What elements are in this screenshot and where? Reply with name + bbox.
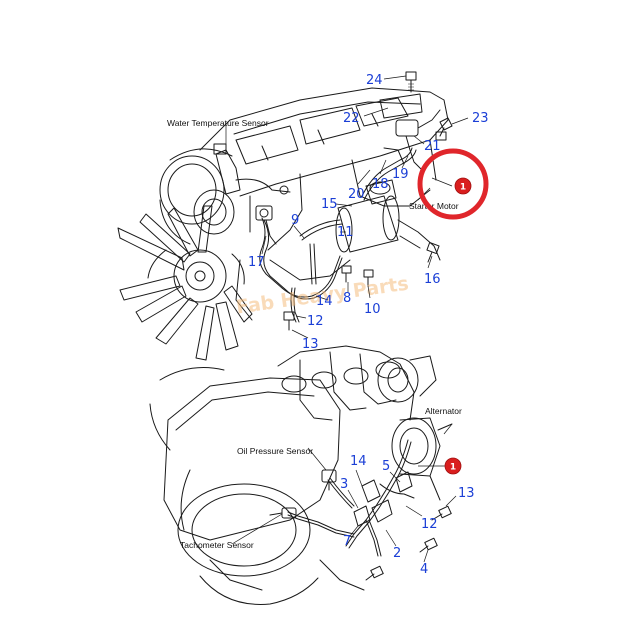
part-number-callouts: 24 22 23 21 20 18 19 15 11 9 17 16 14 8 …: [248, 73, 489, 577]
label-water-temp-sensor: Water Temperature Sensor: [167, 118, 269, 128]
upper-engine-drawing: [117, 71, 453, 361]
highlight-circle: [417, 148, 489, 220]
part-marker-upper-number: 1: [460, 183, 466, 193]
part-number-19: 19: [392, 167, 409, 182]
label-alternator: Alternator: [425, 406, 462, 416]
engine-block-lower: [163, 377, 341, 541]
bolt-23: [435, 117, 453, 141]
turbocharger: [377, 355, 437, 403]
clamp-plates: [353, 471, 413, 527]
part-number-14-lower: 14: [350, 454, 367, 469]
part-number-12-lower: 12: [421, 517, 438, 532]
bolt-16: [426, 242, 440, 263]
label-oil-pressure-sensor: Oil Pressure Sensor: [237, 446, 313, 456]
part-number-13-upper: 13: [302, 337, 319, 352]
part-number-16: 16: [424, 272, 441, 287]
part-number-11: 11: [337, 225, 354, 240]
part-marker-lower-number: 1: [450, 463, 456, 473]
water-temp-sensor: [213, 143, 291, 195]
part-number-10: 10: [364, 302, 381, 317]
part-number-13-lower: 13: [458, 486, 475, 501]
highlight-upper: 1: [417, 148, 489, 220]
wiring-harness-lower: [287, 439, 415, 557]
callout-leaders: [225, 75, 469, 563]
part-marker-upper: [454, 177, 472, 195]
part-marker-lower: [444, 457, 462, 475]
fuel-cut-solenoid: [379, 93, 441, 171]
starter-motor: [335, 179, 441, 261]
part-number-23: 23: [472, 111, 489, 126]
part-number-17: 17: [248, 255, 265, 270]
bolt-7: [365, 565, 384, 581]
part-number-20: 20: [348, 187, 365, 202]
label-tachometer-sensor: Tachometer Sensor: [180, 540, 254, 550]
manifold: [277, 345, 415, 421]
cooling-fan: [117, 205, 253, 361]
part-number-5: 5: [382, 459, 390, 474]
part-number-21: 21: [424, 139, 441, 154]
part-number-9: 9: [291, 213, 299, 228]
bolt-24: [405, 71, 417, 93]
part-number-12-upper: 12: [307, 314, 324, 329]
part-number-8: 8: [343, 291, 351, 306]
wiring-harness-upper: [259, 147, 417, 323]
bolt-13a: [283, 311, 295, 331]
bolt-10: [363, 269, 374, 287]
lower-engine-drawing: [149, 345, 453, 605]
part-number-24: 24: [366, 73, 383, 88]
bolt-4: [419, 537, 438, 553]
flywheel-housing: [177, 469, 319, 605]
part-number-7: 7: [343, 534, 351, 549]
part-number-3: 3: [340, 477, 348, 492]
part-number-4: 4: [420, 562, 428, 577]
part-number-22: 22: [343, 111, 360, 126]
oil-pressure-sensor: [321, 469, 337, 491]
label-starter-motor: Starter Motor: [409, 201, 459, 211]
tachometer-sensor: [269, 507, 297, 519]
alternator: [391, 417, 453, 477]
highlight-lower: 1: [444, 457, 462, 475]
part-number-2: 2: [393, 546, 401, 561]
upper-cylinder-head: [199, 87, 449, 321]
part-number-14: 14: [316, 294, 333, 309]
part-number-15: 15: [321, 197, 338, 212]
bracket-17: [255, 205, 277, 245]
water-pump-pulley: [159, 148, 235, 245]
bolt-8: [341, 265, 352, 283]
bolt-13b: [431, 505, 452, 521]
part-number-18: 18: [372, 177, 389, 192]
